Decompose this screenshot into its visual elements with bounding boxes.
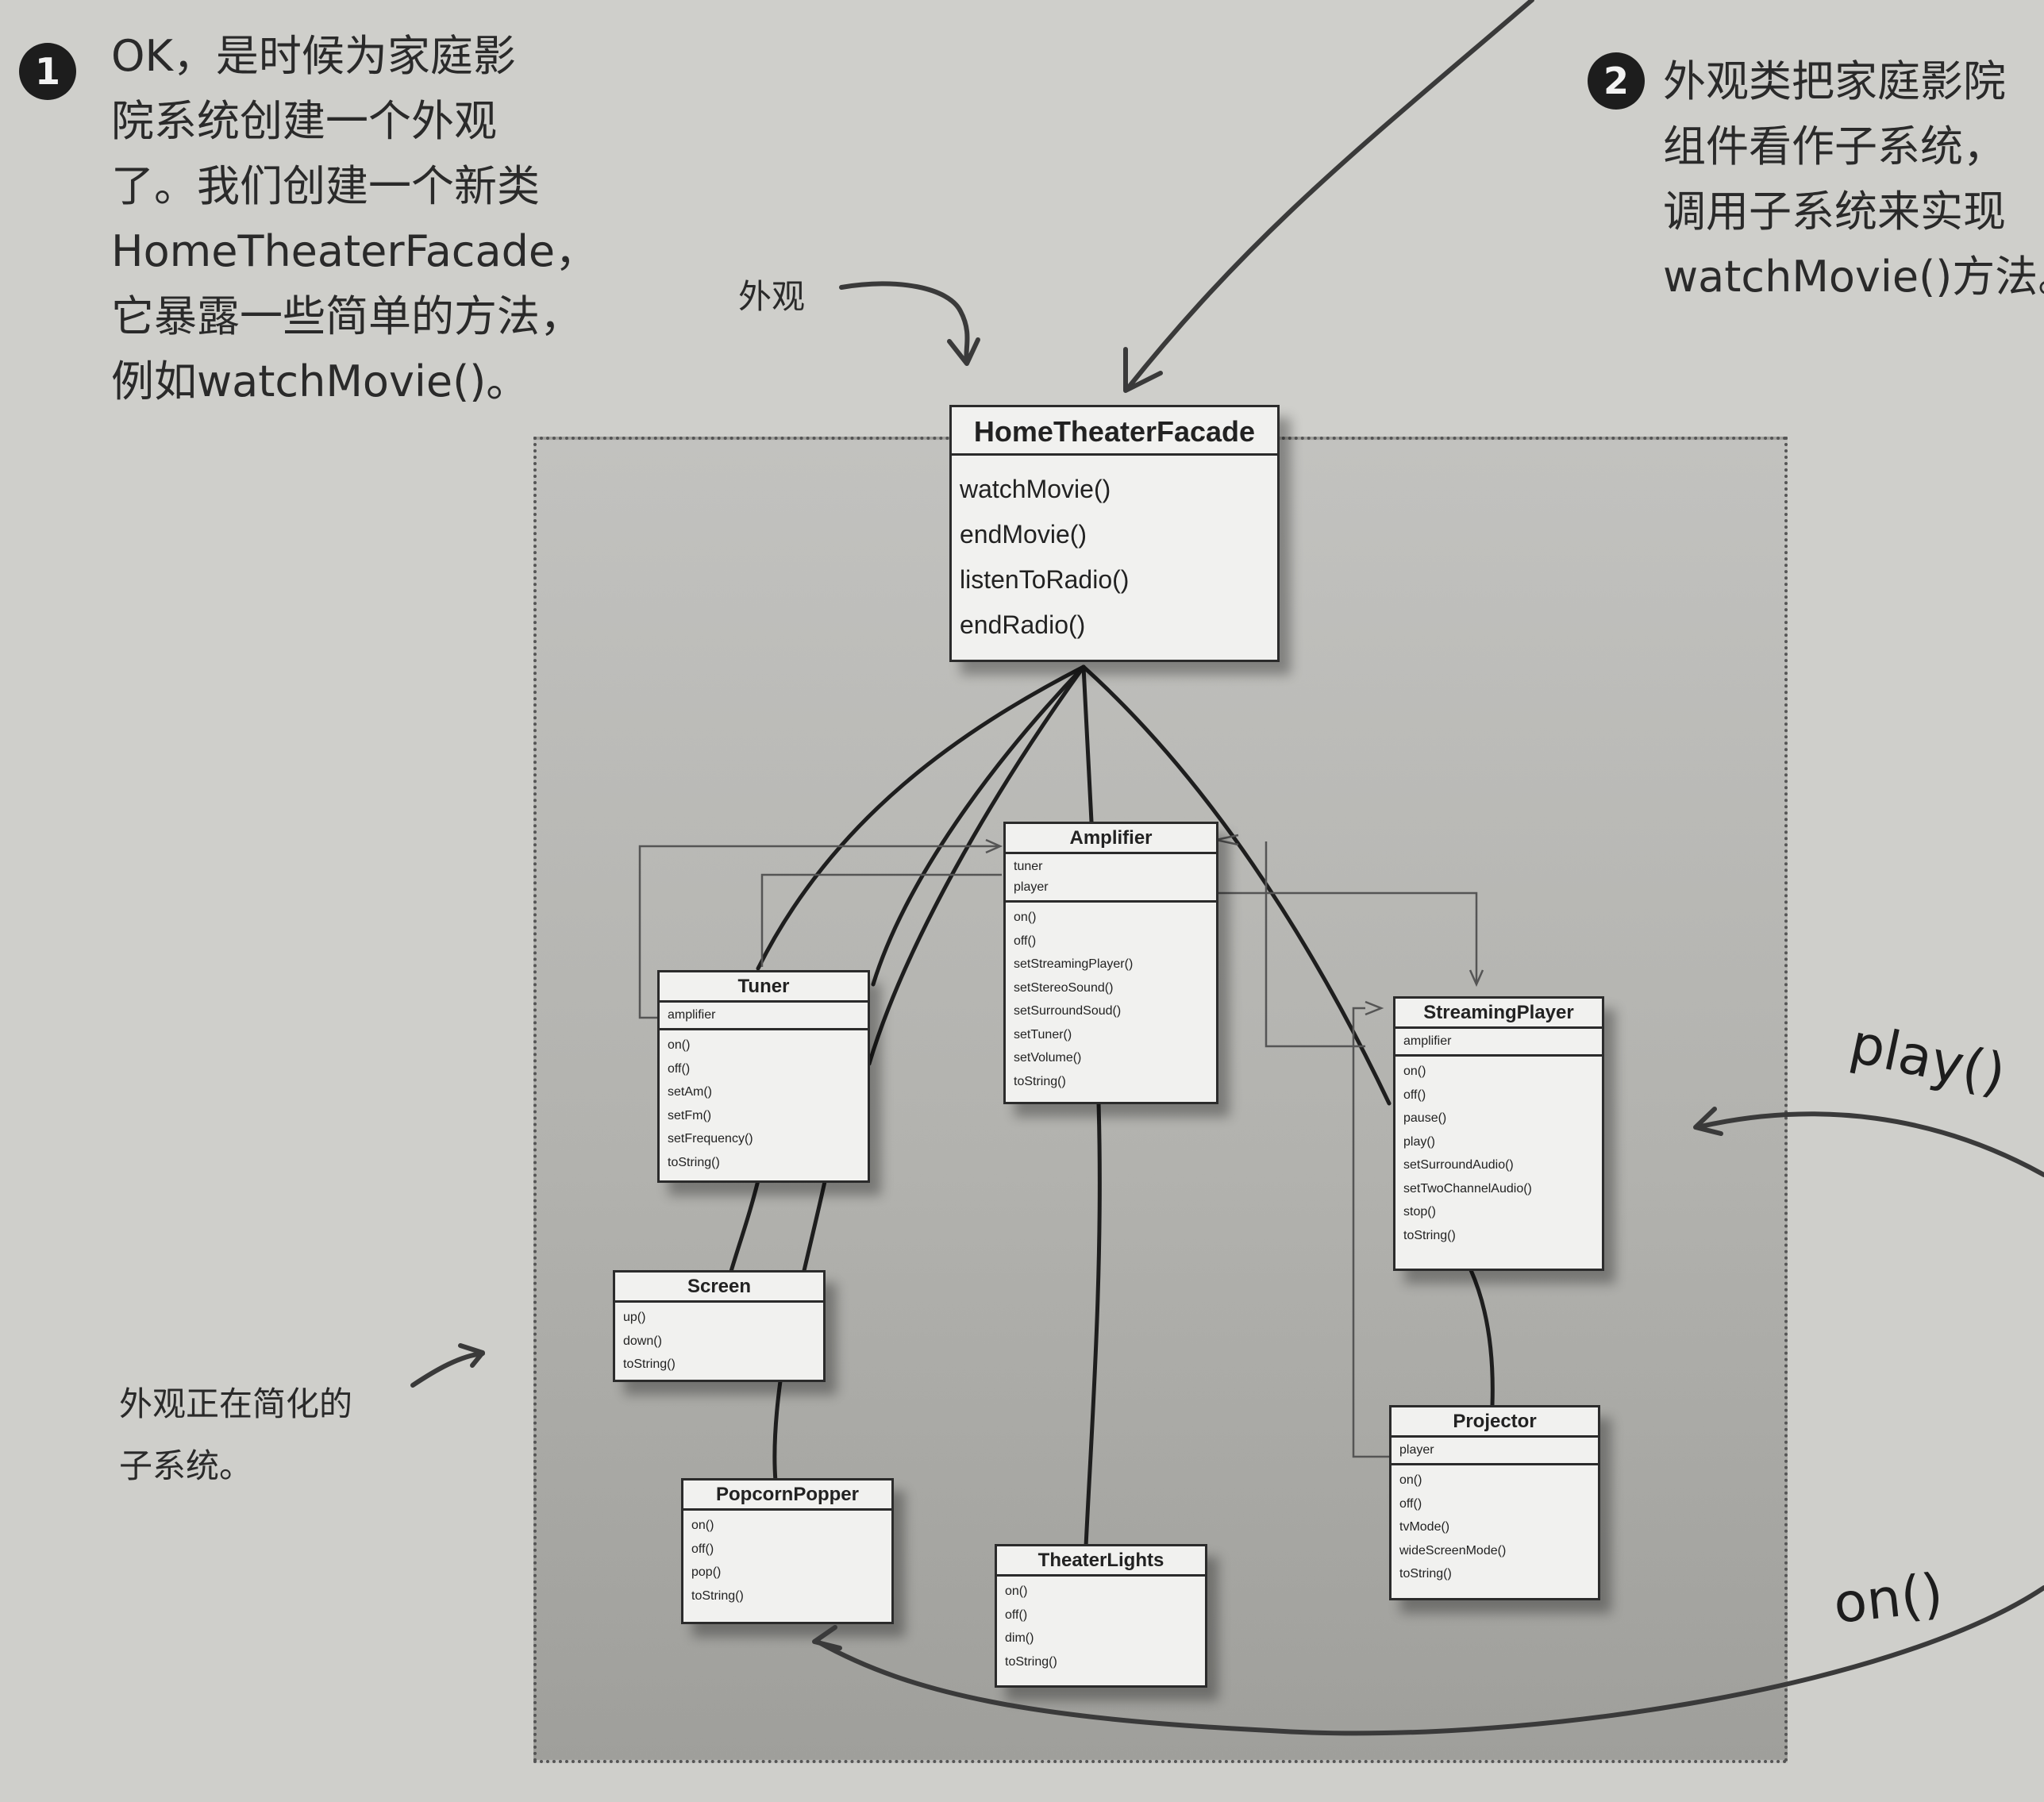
facade-screen-link — [871, 664, 1086, 987]
class-name: TheaterLights — [997, 1546, 1205, 1577]
class-popcorn-popper[interactable]: PopcornPopper on() off() pop() toString(… — [681, 1478, 894, 1624]
class-name: Amplifier — [1006, 824, 1216, 854]
method-list: watchMovie() endMovie() listenToRadio() … — [960, 475, 1130, 639]
tuner-screen-link — [728, 1169, 763, 1276]
method-list: on() off() dim() toString() — [1005, 1584, 1057, 1669]
class-name: Projector — [1392, 1407, 1598, 1438]
step-2-badge: 2 — [1588, 52, 1645, 110]
attribute-list: tuner player — [1006, 854, 1216, 903]
facade-label: 外观 — [738, 277, 806, 316]
method-list: on() off() pop() toString() — [691, 1519, 744, 1603]
attribute-list: amplifier — [1395, 1029, 1602, 1057]
facade-tuner-link — [756, 664, 1086, 971]
on-call-label: on() — [1830, 1562, 1946, 1636]
screen-popcorn-link — [772, 1379, 783, 1484]
method-list: on() off() tvMode() wideScreenMode() toS… — [1399, 1473, 1507, 1581]
facade-amplifier-link — [1081, 664, 1094, 824]
attribute-list: player — [1392, 1438, 1598, 1465]
class-name: Screen — [615, 1273, 823, 1303]
class-name: StreamingPlayer — [1395, 999, 1602, 1029]
subsystem-label: 外观正在简化的 子系统。 — [119, 1384, 353, 1485]
class-name: Tuner — [660, 972, 868, 1003]
class-home-theater-facade[interactable]: HomeTheaterFacade watchMovie() endMovie(… — [949, 405, 1280, 662]
class-screen[interactable]: Screen up() down() toString() — [613, 1270, 826, 1382]
tuner-screen-link-2 — [801, 1169, 830, 1276]
note-2: 外观类把家庭影院 组件看作子系统， 调用子系统来实现 watchMovie()方… — [1663, 56, 2044, 302]
note-1: OK，是时候为家庭影 院系统创建一个外观 了。我们创建一个新类 HomeThea… — [111, 31, 599, 406]
class-amplifier[interactable]: Amplifier tuner player on() off() setStr… — [1003, 822, 1218, 1104]
facade-popcorn-link — [867, 664, 1086, 1066]
class-theater-lights[interactable]: TheaterLights on() off() dim() toString(… — [995, 1544, 1207, 1688]
method-list: up() down() toString() — [623, 1311, 676, 1371]
amplifier-lights-link — [1084, 1101, 1102, 1549]
streaming-projector-link — [1469, 1268, 1495, 1407]
class-tuner[interactable]: Tuner amplifier on() off() setAm() setFm… — [657, 970, 870, 1183]
class-projector[interactable]: Projector player on() off() tvMode() wid… — [1389, 1405, 1600, 1600]
method-list: on() off() setAm() setFm() setFrequency(… — [668, 1038, 753, 1169]
method-list: on() off() setStreamingPlayer() setStere… — [1014, 911, 1134, 1088]
class-streaming-player[interactable]: StreamingPlayer amplifier on() off() pau… — [1393, 996, 1604, 1271]
attribute-list: amplifier — [660, 1003, 868, 1030]
step-1-badge: 1 — [19, 43, 76, 100]
class-name: HomeTheaterFacade — [952, 407, 1277, 456]
method-list: on() off() pause() play() setSurroundAud… — [1403, 1065, 1532, 1242]
class-name: PopcornPopper — [683, 1480, 891, 1511]
